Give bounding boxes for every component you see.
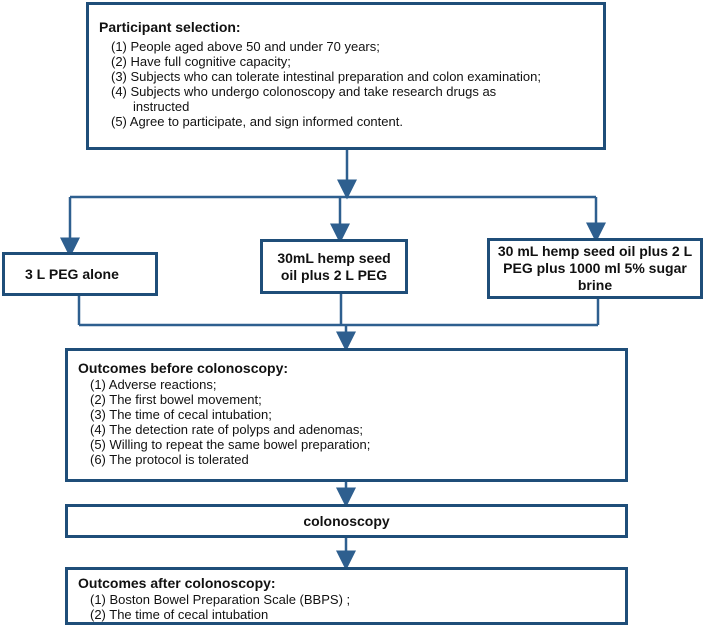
colonoscopy-box: colonoscopy [65,504,628,538]
outcome-item: (1) Boston Bowel Preparation Scale (BBPS… [90,592,351,607]
outcome-item: (1) Adverse reactions; [90,377,217,392]
group-box-middle: 30mL hemp seed oil plus 2 L PEG [260,239,408,294]
outcomes-before-title: Outcomes before colonoscopy: [78,360,289,376]
group-label-left: 3 L PEG alone [25,265,119,282]
criteria-item: (4) Subjects who undergo colonoscopy and… [111,84,497,99]
outcomes-before-list: (1) Adverse reactions; (2) The first bow… [78,377,617,467]
outcome-item: (6) The protocol is tolerated [90,452,249,467]
outcomes-after-list: (1) Boston Bowel Preparation Scale (BBPS… [78,592,617,622]
outcome-item: (5) Willing to repeat the same bowel pre… [90,437,371,452]
outcome-item: (4) The detection rate of polyps and ade… [90,422,363,437]
criteria-item: (3) Subjects who can tolerate intestinal… [111,69,541,84]
group-box-right: 30 mL hemp seed oil plus 2 L PEG plus 10… [487,238,703,299]
participant-selection-box: Participant selection: (1) People aged a… [86,2,606,150]
participant-selection-title: Participant selection: [99,19,241,35]
outcomes-after-title: Outcomes after colonoscopy: [78,575,276,591]
outcome-item: (2) The first bowel movement; [90,392,262,407]
colonoscopy-label: colonoscopy [303,512,390,529]
criteria-item: instructed [133,99,190,114]
outcome-item: (2) The time of cecal intubation [90,607,269,622]
outcome-item: (3) The time of cecal intubation; [90,407,272,422]
group-label-right: 30 mL hemp seed oil plus 2 L PEG plus 10… [497,243,693,293]
group-box-left: 3 L PEG alone [2,252,158,296]
participant-selection-list: (1) People aged above 50 and under 70 ye… [99,39,593,129]
outcomes-before-box: Outcomes before colonoscopy: (1) Adverse… [65,348,628,482]
criteria-item: (5) Agree to participate, and sign infor… [111,114,403,129]
criteria-item: (1) People aged above 50 and under 70 ye… [111,39,380,54]
group-label-middle: 30mL hemp seed oil plus 2 L PEG [277,249,391,283]
criteria-item: (2) Have full cognitive capacity; [111,54,291,69]
outcomes-after-box: Outcomes after colonoscopy: (1) Boston B… [65,567,628,625]
